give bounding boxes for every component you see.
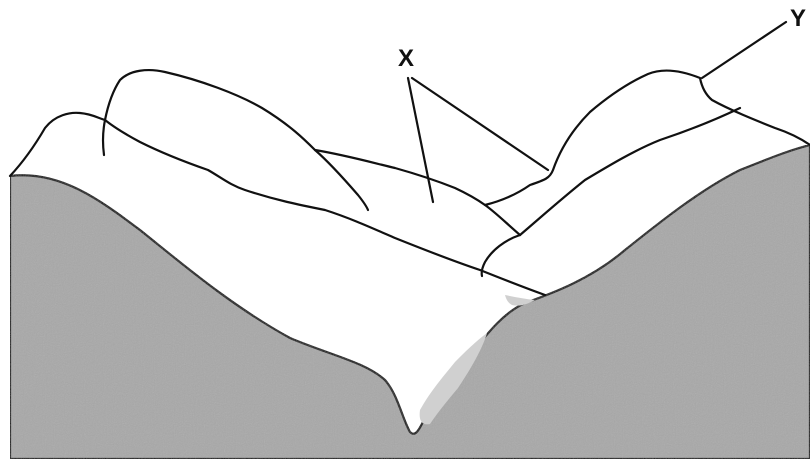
label-x: X [398, 45, 414, 72]
pointer-x-left [408, 78, 433, 202]
label-y: Y [790, 5, 806, 32]
pointer-y [702, 22, 786, 78]
left-ridge-spur [103, 120, 105, 155]
pointer-x-right [412, 78, 548, 170]
bedrock-cross-section [10, 145, 810, 459]
central-ice-divide [485, 205, 520, 235]
tributary-glacier-edge [482, 235, 520, 276]
